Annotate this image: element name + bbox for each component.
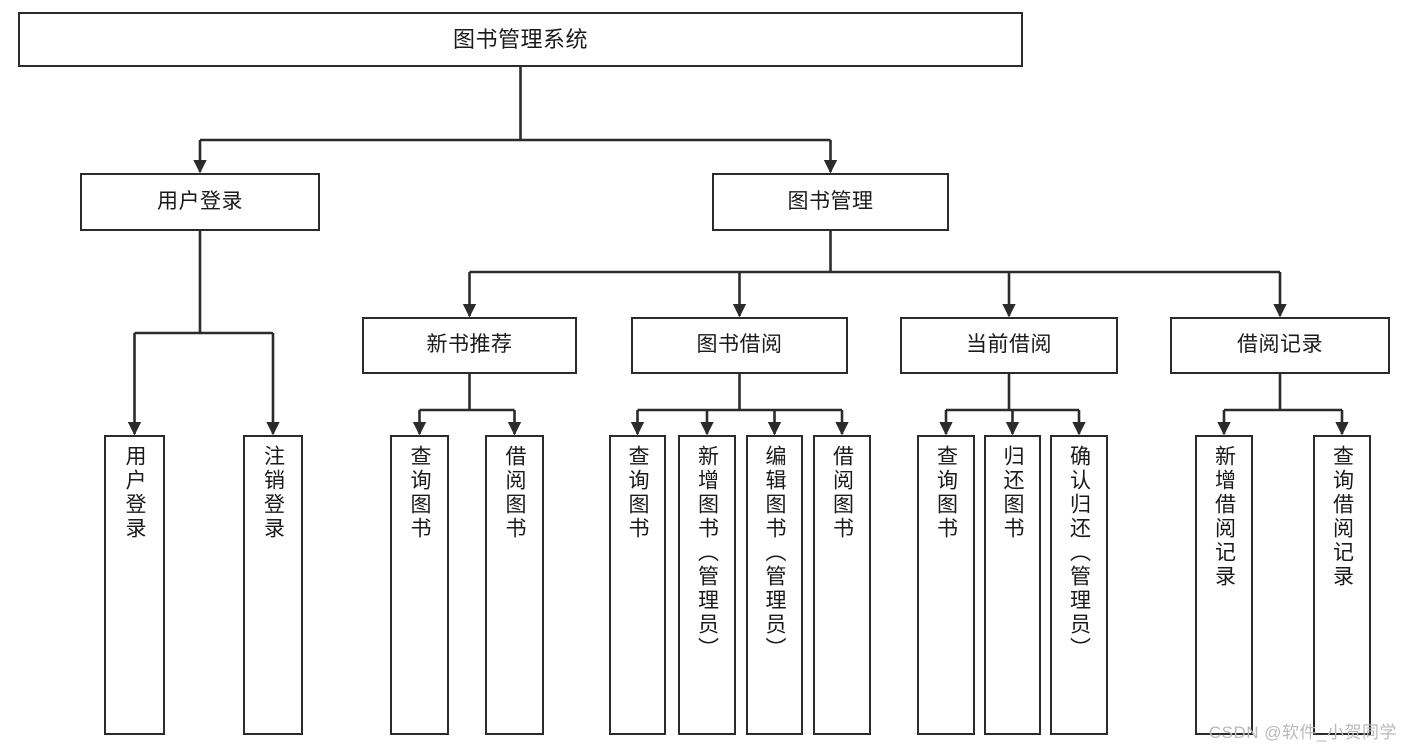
- leaf-record-add[interactable]: 新增借阅记录: [1195, 435, 1253, 735]
- node-label: 确认归还（管理员）: [1067, 445, 1091, 661]
- node-label: 当前借阅: [966, 333, 1052, 357]
- node-label: 注销登录: [261, 445, 285, 541]
- node-label: 图书借阅: [696, 333, 783, 357]
- leaf-borrow-query-book[interactable]: 查询图书: [609, 435, 666, 735]
- leaf-borrow-borrow-book[interactable]: 借阅图书: [813, 435, 871, 735]
- node-current-borrow[interactable]: 当前借阅: [900, 317, 1118, 374]
- leaf-record-query[interactable]: 查询借阅记录: [1313, 435, 1371, 735]
- node-label: 借阅图书: [830, 445, 854, 541]
- leaf-borrow-edit-book[interactable]: 编辑图书（管理员）: [746, 435, 803, 735]
- node-label: 归还图书: [1001, 445, 1024, 541]
- node-label: 借阅图书: [503, 445, 526, 541]
- node-label: 查询图书: [626, 445, 649, 541]
- leaf-current-return-book[interactable]: 归还图书: [984, 435, 1041, 735]
- leaf-recommend-borrow-book[interactable]: 借阅图书: [485, 435, 544, 735]
- node-label: 图书管理系统: [452, 26, 588, 52]
- leaf-borrow-add-book[interactable]: 新增图书（管理员）: [678, 435, 736, 735]
- node-label: 编辑图书（管理员）: [763, 445, 786, 661]
- node-borrow-record[interactable]: 借阅记录: [1170, 317, 1390, 374]
- node-label: 新增借阅记录: [1212, 445, 1236, 589]
- leaf-user-login[interactable]: 用户登录: [104, 435, 165, 735]
- node-user-login[interactable]: 用户登录: [80, 173, 320, 231]
- node-label: 查询图书: [408, 445, 431, 541]
- node-book-management[interactable]: 图书管理: [712, 173, 949, 231]
- node-label: 新书推荐: [426, 333, 513, 357]
- node-new-book-recommend[interactable]: 新书推荐: [362, 317, 577, 374]
- node-label: 查询图书: [934, 445, 958, 541]
- node-root-system[interactable]: 图书管理系统: [18, 12, 1023, 67]
- node-label: 借阅记录: [1237, 333, 1323, 357]
- node-label: 用户登录: [123, 445, 146, 541]
- node-label: 新增图书（管理员）: [695, 445, 719, 661]
- leaf-recommend-query-book[interactable]: 查询图书: [390, 435, 449, 735]
- leaf-current-confirm-return[interactable]: 确认归还（管理员）: [1050, 435, 1108, 735]
- node-label: 用户登录: [157, 189, 243, 213]
- node-label: 查询借阅记录: [1330, 445, 1354, 589]
- node-book-borrow[interactable]: 图书借阅: [631, 317, 848, 374]
- watermark-label: CSDN @软件_小贺同学: [1208, 723, 1397, 742]
- leaf-current-query-book[interactable]: 查询图书: [917, 435, 975, 735]
- leaf-user-logout[interactable]: 注销登录: [243, 435, 303, 735]
- node-label: 图书管理: [787, 189, 874, 213]
